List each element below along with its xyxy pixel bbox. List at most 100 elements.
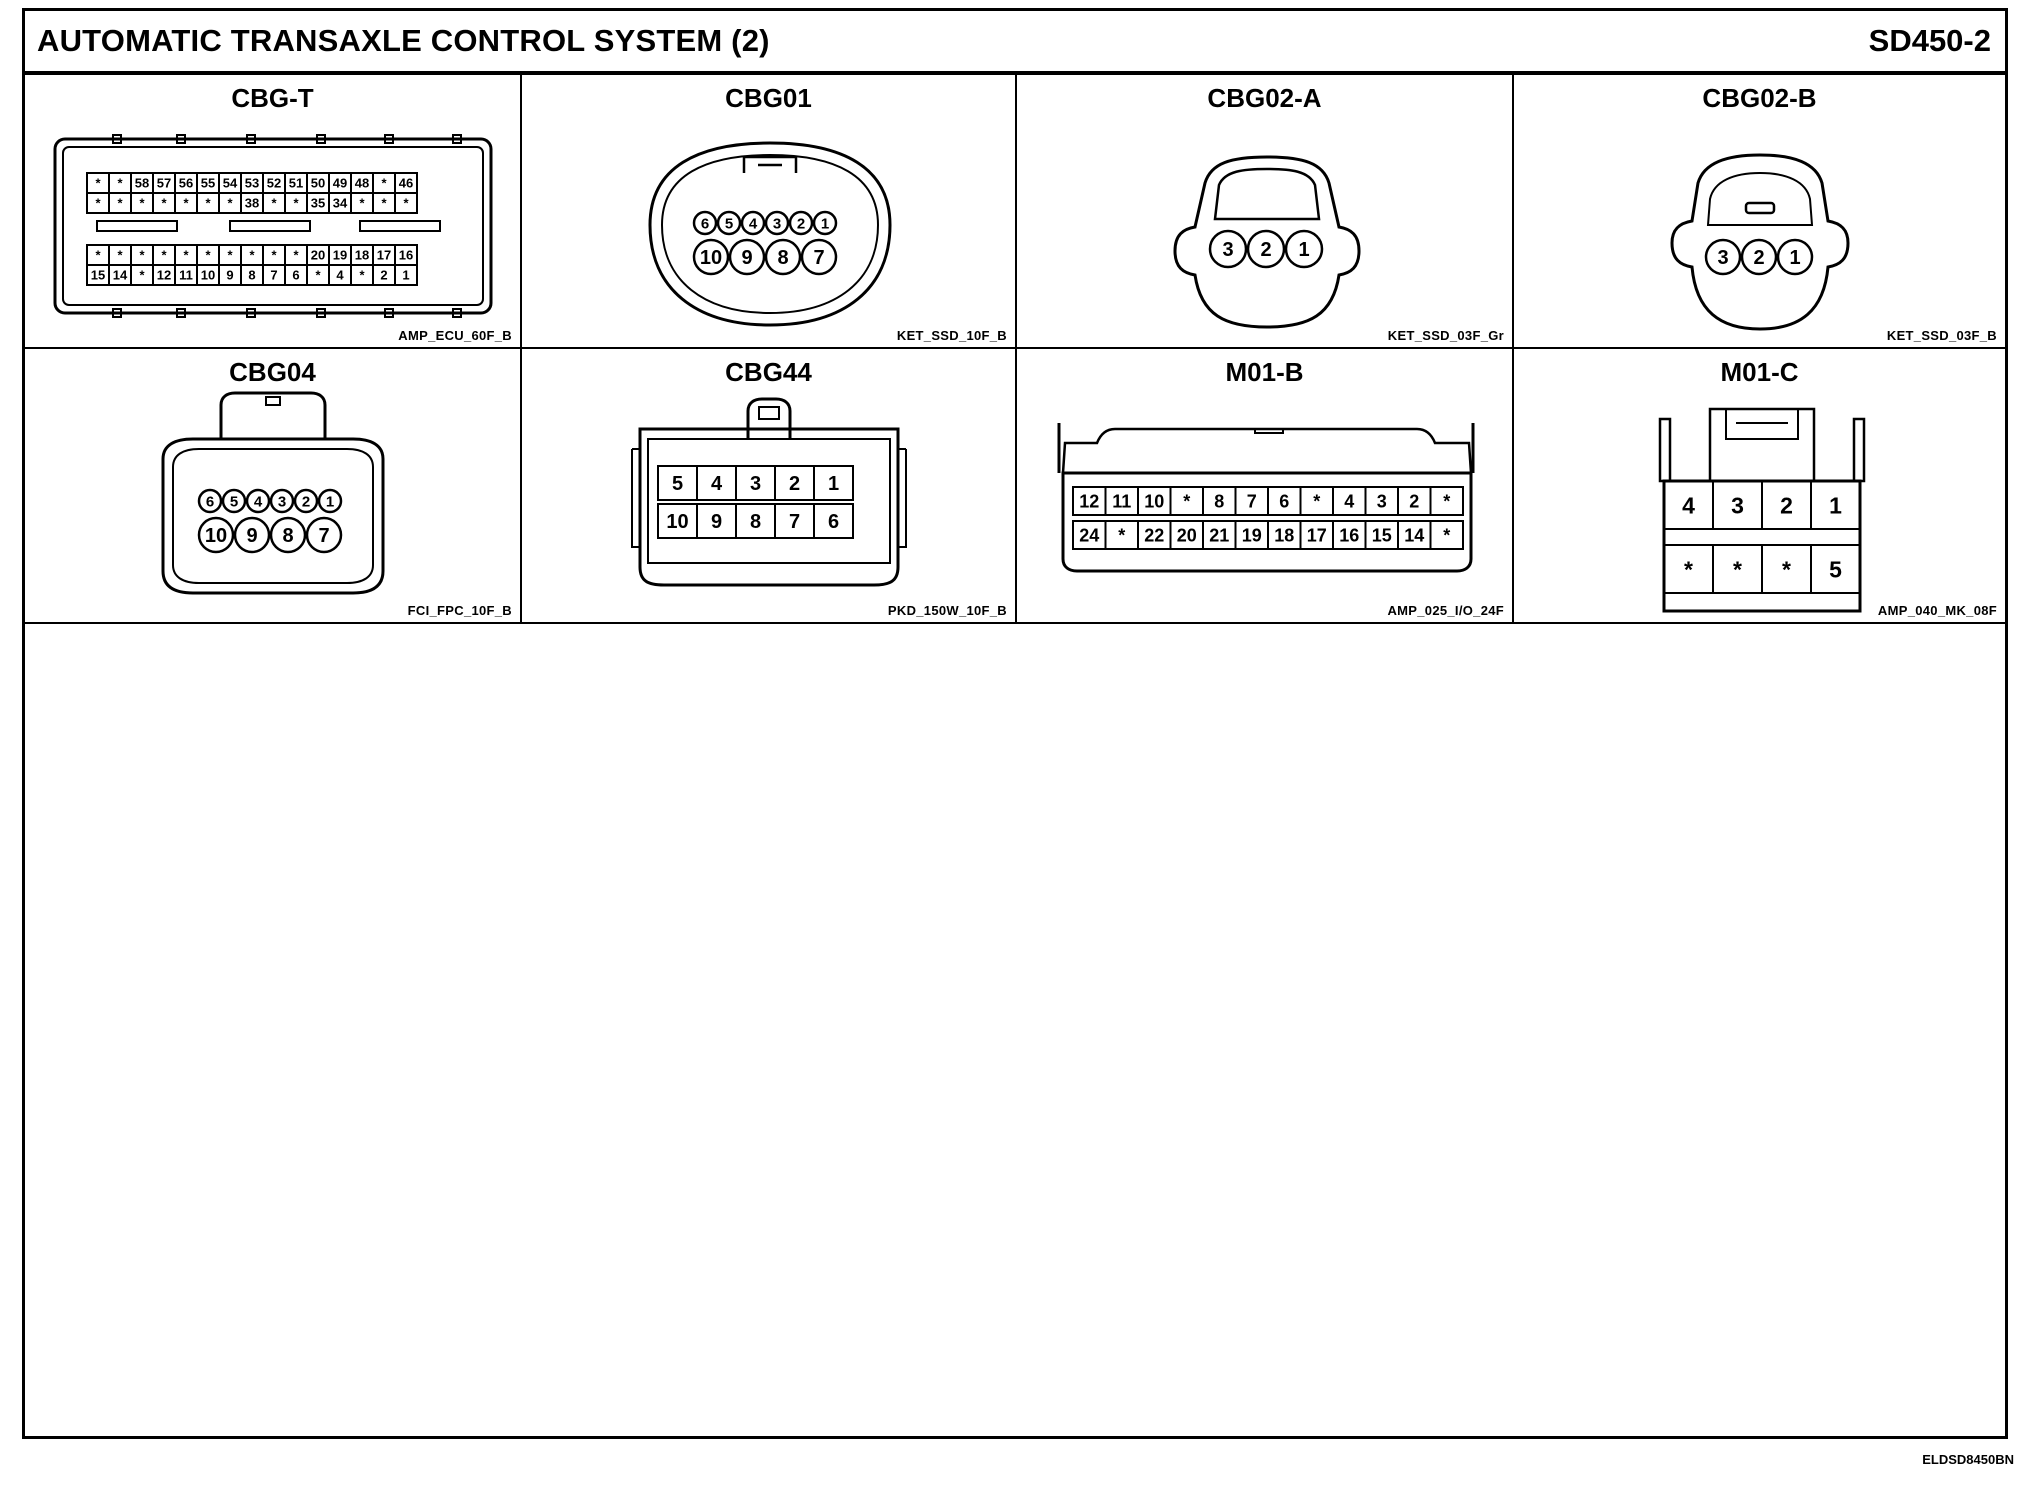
side-rail bbox=[1658, 417, 1866, 483]
pin-label: * bbox=[117, 196, 123, 211]
lock-window bbox=[758, 406, 780, 420]
pin-label: * bbox=[139, 248, 145, 263]
pin-label: 18 bbox=[1274, 525, 1294, 545]
pin-label: 38 bbox=[245, 196, 259, 211]
pin-label: 17 bbox=[1307, 525, 1327, 545]
pin-cavity bbox=[221, 488, 247, 514]
connector-part-code: AMP_040_MK_08F bbox=[1877, 603, 1997, 618]
key-slot bbox=[96, 220, 178, 232]
pin-label: 16 bbox=[1339, 525, 1359, 545]
pin-label: * bbox=[1118, 525, 1125, 545]
pin-cavity bbox=[764, 210, 790, 236]
connector-housing bbox=[53, 137, 493, 315]
connector-name: CBG-T bbox=[231, 83, 314, 113]
pin-label: 8 bbox=[777, 247, 788, 269]
pin-cavity bbox=[197, 516, 235, 554]
pin-label: 1 bbox=[1829, 492, 1842, 518]
pin-label: 1 bbox=[402, 268, 409, 283]
pin-label: * bbox=[117, 176, 123, 191]
pin-label: * bbox=[95, 176, 101, 191]
pin-label: 53 bbox=[245, 176, 259, 191]
latch-tab bbox=[112, 134, 122, 144]
pin-label: 3 bbox=[1377, 491, 1387, 511]
pin-label: * bbox=[161, 196, 167, 211]
pin-label: * bbox=[95, 196, 101, 211]
pin-cavity bbox=[1429, 486, 1464, 516]
pin-label: 3 bbox=[1222, 239, 1233, 261]
pin-label: 4 bbox=[749, 215, 758, 232]
pin-cavity bbox=[812, 210, 838, 236]
pin-cavity bbox=[740, 210, 766, 236]
pin-cavity bbox=[1776, 238, 1814, 276]
pin-label: 8 bbox=[750, 511, 761, 533]
pin-label: * bbox=[403, 196, 409, 211]
pin-label: 9 bbox=[226, 268, 233, 283]
pin-label: 10 bbox=[1144, 491, 1164, 511]
pin-label: 52 bbox=[267, 176, 281, 191]
pin-cavity bbox=[233, 516, 271, 554]
pin-label: * bbox=[227, 196, 233, 211]
pin-label: 11 bbox=[1112, 491, 1131, 511]
pin-label: 17 bbox=[377, 248, 391, 263]
pin-label: * bbox=[315, 268, 321, 283]
connector-housing bbox=[648, 141, 892, 327]
pin-label: * bbox=[359, 268, 365, 283]
pin-label: * bbox=[1782, 556, 1791, 582]
pin-cavity bbox=[394, 264, 418, 286]
pin-label: 9 bbox=[711, 511, 722, 533]
pin-cavity bbox=[305, 516, 343, 554]
pin-cavity bbox=[317, 488, 343, 514]
pin-label: 3 bbox=[750, 473, 761, 495]
key-slot bbox=[359, 220, 441, 232]
connector-part-code: AMP_ECU_60F_B bbox=[398, 328, 512, 343]
pin-label: * bbox=[139, 196, 145, 211]
pin-label: 24 bbox=[1079, 525, 1099, 545]
pin-label: 51 bbox=[289, 176, 303, 191]
pin-label: 5 bbox=[672, 473, 683, 495]
connector-part-code: KET_SSD_03F_Gr bbox=[1387, 328, 1504, 343]
pin-label: 5 bbox=[725, 215, 733, 232]
pin-cavity bbox=[1284, 229, 1324, 269]
pin-label: 6 bbox=[206, 493, 214, 510]
connector-name: M01-C bbox=[1720, 357, 1799, 387]
pin-cavity bbox=[1810, 480, 1861, 530]
pin-label: 15 bbox=[91, 268, 105, 283]
pin-label: 8 bbox=[282, 525, 293, 547]
latch-tab bbox=[316, 308, 326, 318]
pin-label: * bbox=[183, 196, 189, 211]
pin-label: 10 bbox=[201, 268, 215, 283]
locking-tab bbox=[1744, 201, 1776, 215]
pin-label: 55 bbox=[201, 176, 215, 191]
pin-label: * bbox=[249, 248, 255, 263]
pin-label: 22 bbox=[1144, 525, 1164, 545]
pin-label: * bbox=[1684, 556, 1693, 582]
pin-label: 4 bbox=[711, 473, 723, 495]
pin-label: 35 bbox=[311, 196, 325, 211]
latch-tab bbox=[384, 134, 394, 144]
pin-cavity bbox=[269, 488, 295, 514]
latch-tab bbox=[176, 308, 186, 318]
latch-tab bbox=[246, 134, 256, 144]
pin-label: * bbox=[205, 248, 211, 263]
pin-label: 12 bbox=[157, 268, 171, 283]
latch-tab bbox=[452, 308, 462, 318]
pin-label: * bbox=[161, 248, 167, 263]
pin-label: 14 bbox=[1404, 525, 1424, 545]
pin-label: 2 bbox=[797, 215, 805, 232]
connector-housing-inner bbox=[647, 438, 891, 564]
drawing-reference: ELDSD8450BN bbox=[1922, 1452, 2014, 1467]
locking-tab bbox=[742, 155, 798, 173]
pin-cavity bbox=[1810, 544, 1861, 594]
pin-label: 4 bbox=[1344, 491, 1354, 511]
locking-tab bbox=[1061, 427, 1473, 474]
connector-name: CBG44 bbox=[725, 357, 812, 387]
pin-label: * bbox=[1313, 491, 1320, 511]
